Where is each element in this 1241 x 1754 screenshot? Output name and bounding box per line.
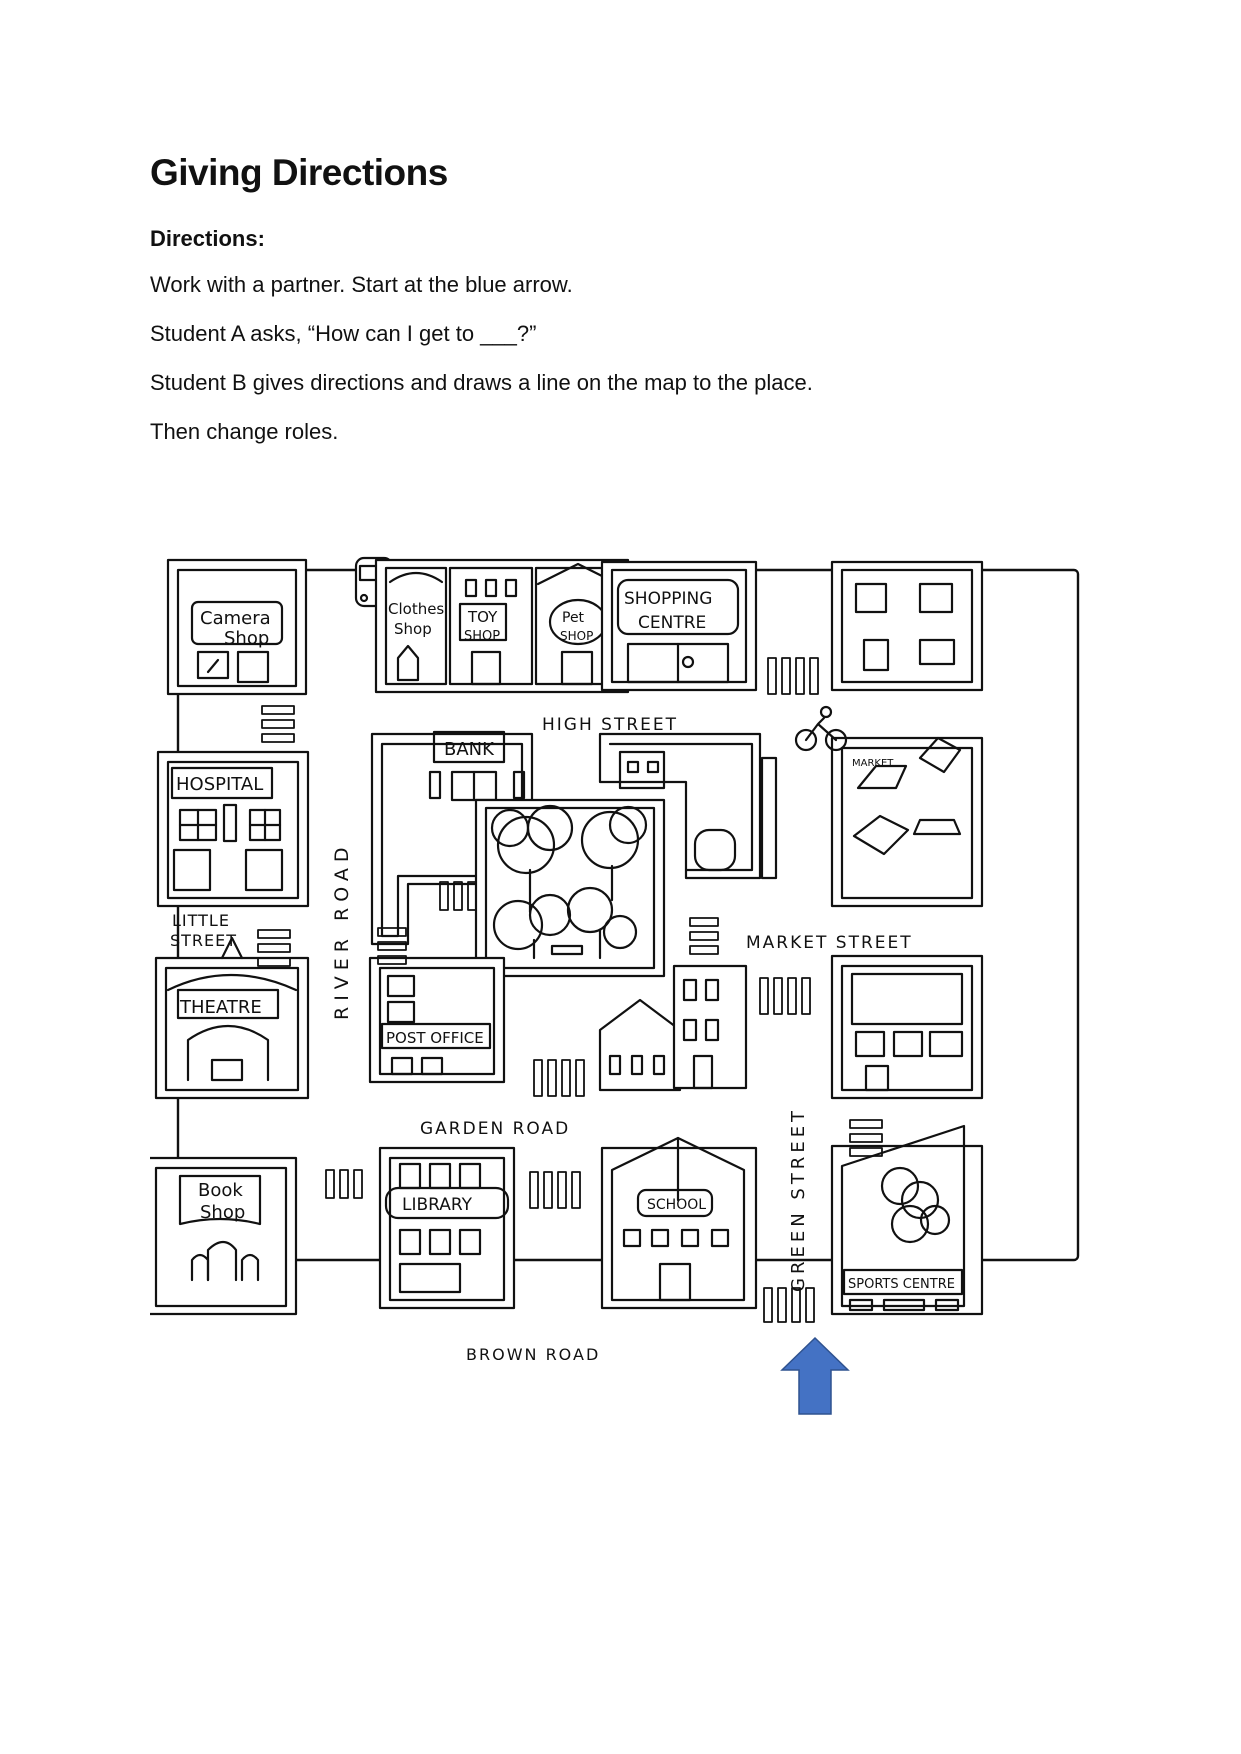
label-library: LIBRARY — [402, 1195, 473, 1215]
library-building — [378, 1146, 516, 1310]
shopping-centre-building — [600, 560, 758, 692]
hospital-building — [156, 750, 310, 908]
book-shop-building — [150, 1156, 298, 1316]
label-sports-centre: SPORTS CENTRE — [848, 1277, 955, 1292]
start-arrow-icon — [780, 1336, 850, 1415]
school-building — [600, 1136, 758, 1310]
label-hospital: HOSPITAL — [176, 774, 263, 795]
theatre-building — [154, 936, 310, 1100]
label-school: SCHOOL — [647, 1197, 706, 1213]
sports-centre-building — [830, 1124, 984, 1316]
post-office-building — [368, 956, 506, 1084]
street-green-street: GREEN STREET — [788, 1107, 809, 1292]
label-pet-shop-1: Pet — [562, 610, 585, 626]
label-toy-shop-2: SHOP — [464, 629, 500, 644]
label-clothes-shop-2: Shop — [394, 620, 432, 638]
street-market-street: MARKET STREET — [746, 933, 913, 953]
label-camera-shop-2: Shop — [224, 628, 269, 649]
top-right-houses — [830, 560, 984, 692]
central-park — [474, 798, 666, 978]
town-map: Camera Shop Clothes Shop TOY SHOP Pet SH… — [150, 556, 1080, 1415]
office-building-centre — [598, 732, 778, 880]
directions-heading: Directions: — [150, 226, 265, 251]
label-shopping-centre-1: SHOPPING — [624, 589, 712, 609]
street-little-street-1: LITTLE — [172, 911, 230, 930]
label-toy-shop-1: TOY — [467, 608, 498, 626]
bicycle-icon — [794, 705, 848, 752]
houses-centre-right — [598, 964, 748, 1092]
camera-shop-building — [166, 558, 308, 696]
instruction-line-3: Student B gives directions and draws a l… — [150, 370, 813, 395]
street-garden-road: GARDEN ROAD — [420, 1119, 570, 1139]
bank-building — [370, 730, 534, 946]
label-book-shop-1: Book — [198, 1180, 243, 1201]
street-little-street-2: STREET — [170, 931, 237, 950]
instruction-line-1: Work with a partner. Start at the blue a… — [150, 272, 573, 297]
right-middle-building — [830, 954, 984, 1100]
label-shopping-centre-2: CENTRE — [638, 613, 706, 633]
instruction-line-4: Then change roles. — [150, 419, 339, 444]
label-pet-shop-2: SHOP — [560, 629, 593, 643]
street-river-road: RIVER ROAD — [331, 842, 353, 1021]
street-high-street: HIGH STREET — [542, 715, 678, 735]
label-bank: BANK — [444, 739, 495, 760]
label-clothes-shop-1: Clothes — [388, 600, 444, 618]
crosswalks — [257, 657, 883, 1323]
label-market: MARKET — [852, 758, 894, 769]
page-title: Giving Directions — [150, 152, 448, 193]
street-brown-road: BROWN ROAD — [466, 1345, 600, 1364]
clothes-toy-pet-shops-block — [374, 558, 630, 694]
label-post-office: POST OFFICE — [386, 1029, 484, 1047]
label-camera-shop-1: Camera — [200, 608, 271, 629]
label-theatre: THEATRE — [179, 997, 262, 1018]
market-square — [830, 736, 984, 908]
instruction-line-2: Student A asks, “How can I get to ___?” — [150, 321, 537, 346]
label-book-shop-2: Shop — [200, 1202, 245, 1223]
